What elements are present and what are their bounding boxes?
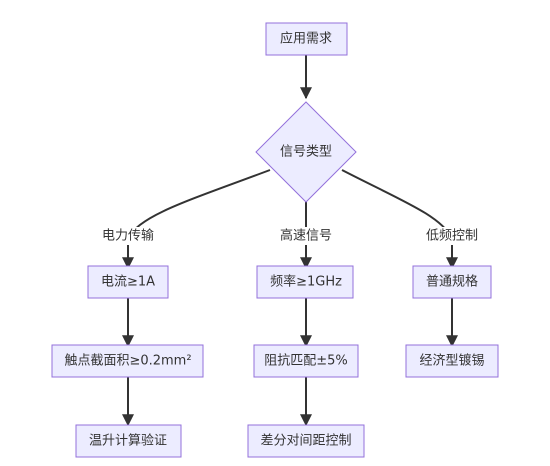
node-plating: 经济型镀锡 — [405, 344, 499, 378]
node-impedance: 阻抗匹配±5% — [253, 344, 359, 378]
node-signal-type: 信号类型 — [255, 101, 357, 203]
svg-text:经济型镀锡: 经济型镀锡 — [419, 353, 484, 369]
edge-label-lowfreq: 低频控制 — [420, 227, 484, 245]
svg-text:应用需求: 应用需求 — [280, 31, 332, 47]
svg-text:高速信号: 高速信号 — [280, 228, 332, 244]
edge-label-power: 电力传输 — [96, 227, 160, 245]
svg-text:阻抗匹配±5%: 阻抗匹配±5% — [264, 354, 348, 369]
svg-text:普通规格: 普通规格 — [426, 274, 478, 290]
node-spec: 普通规格 — [412, 265, 492, 299]
node-frequency: 频率≥1GHz — [256, 265, 354, 299]
edge-signal-type-to-current — [122, 169, 271, 270]
node-diff-pair: 差分对间距控制 — [247, 424, 365, 458]
node-temp-rise: 温升计算验证 — [75, 424, 182, 458]
edge-label-highspeed: 高速信号 — [274, 227, 338, 245]
node-contact-area: 触点截面积≥0.2mm² — [51, 344, 204, 378]
node-current: 电流≥1A — [87, 265, 169, 299]
svg-text:差分对间距控制: 差分对间距控制 — [260, 434, 351, 449]
svg-text:低频控制: 低频控制 — [426, 229, 478, 244]
edge-signal-type-to-spec — [341, 169, 458, 270]
svg-text:电力传输: 电力传输 — [102, 228, 154, 244]
svg-text:信号类型: 信号类型 — [280, 145, 332, 160]
svg-text:温升计算验证: 温升计算验证 — [89, 433, 167, 449]
svg-text:触点截面积≥0.2mm²: 触点截面积≥0.2mm² — [64, 354, 191, 369]
svg-text:电流≥1A: 电流≥1A — [101, 275, 155, 290]
node-requirement: 应用需求 — [265, 22, 348, 56]
svg-text:频率≥1GHz: 频率≥1GHz — [270, 274, 342, 290]
